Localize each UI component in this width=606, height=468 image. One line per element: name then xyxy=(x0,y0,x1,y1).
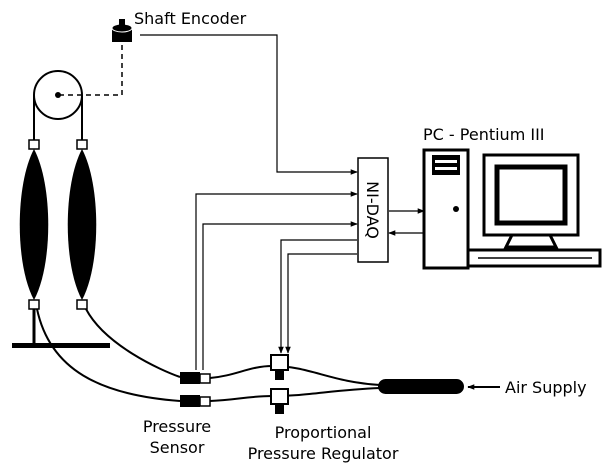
pressure-sensor-label-line1: Pressure xyxy=(143,417,211,436)
hose-left-muscle xyxy=(36,308,181,402)
wire-sensor-bottom-to-daq xyxy=(202,221,358,370)
hose-top-to-supply xyxy=(209,364,381,386)
air-supply-manifold-icon xyxy=(378,379,464,394)
pressure-regulator-top-icon xyxy=(270,354,289,380)
pressure-sensor-label-line2: Sensor xyxy=(150,438,205,457)
shaft-encoder-label: Shaft Encoder xyxy=(134,9,247,28)
wire-sensor-top-to-daq xyxy=(195,191,358,370)
shaft-encoder-icon xyxy=(111,19,133,42)
pulley xyxy=(33,70,83,120)
wire-encoder-to-daq xyxy=(140,34,358,175)
air-supply-label: Air Supply xyxy=(505,378,587,397)
wire-daq-to-regulator-b xyxy=(285,253,357,354)
ni-daq-box: NI-DAQ xyxy=(357,157,389,263)
encoder-coupling-dashed xyxy=(58,45,123,96)
regulator-label-line1: Proportional xyxy=(275,423,372,442)
hose-bottom-to-supply xyxy=(209,387,381,402)
pressure-sensor-top-icon xyxy=(180,372,211,384)
pressure-sensor-bottom-icon xyxy=(180,395,211,407)
desktop-computer-icon xyxy=(422,148,602,270)
pressure-regulator-bottom-icon xyxy=(270,388,289,414)
muscle-left xyxy=(19,139,49,310)
wire-daq-to-regulator-a xyxy=(278,239,357,354)
base-stand xyxy=(12,309,110,348)
muscle-right xyxy=(67,139,97,310)
regulator-label-line2: Pressure Regulator xyxy=(248,444,399,463)
pc-label: PC - Pentium III xyxy=(423,125,545,144)
ni-daq-label: NI-DAQ xyxy=(363,181,382,239)
hose-right-muscle xyxy=(85,308,181,378)
